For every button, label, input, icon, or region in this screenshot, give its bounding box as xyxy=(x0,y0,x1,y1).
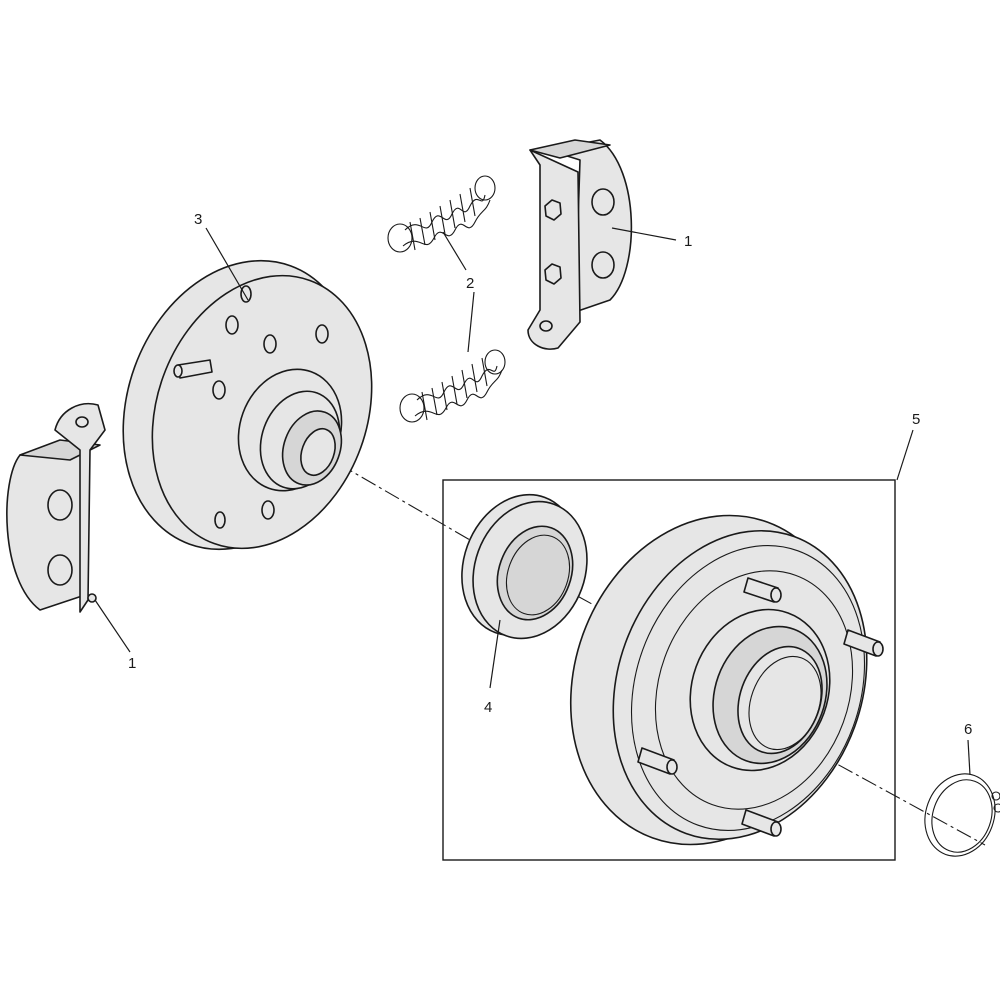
bearing xyxy=(461,493,588,640)
clutch-hub xyxy=(122,259,373,551)
leader-1-lower xyxy=(94,599,131,653)
clutch-shoe-upper xyxy=(527,139,633,350)
callout-1-upper: 1 xyxy=(684,233,692,250)
drum-studs xyxy=(637,577,884,837)
clutch-drum xyxy=(569,514,884,846)
leader-5 xyxy=(896,429,914,481)
callout-5: 5 xyxy=(912,411,920,428)
leader-3 xyxy=(205,227,249,301)
leader-1-upper xyxy=(611,227,677,241)
leader-4 xyxy=(489,619,501,689)
leader-6 xyxy=(967,739,971,776)
drum-assembly-frame xyxy=(442,479,896,861)
leader-2-lower xyxy=(467,291,475,353)
callout-2: 2 xyxy=(466,275,474,292)
spring-upper xyxy=(387,175,496,253)
callout-6: 6 xyxy=(964,721,972,738)
clutch-shoe-lower xyxy=(6,403,106,613)
snap-ring xyxy=(924,773,1000,857)
callout-3: 3 xyxy=(194,211,202,228)
spring-lower xyxy=(399,349,506,423)
leader-2-upper xyxy=(442,231,467,271)
callout-1-lower: 1 xyxy=(128,655,136,672)
callout-4: 4 xyxy=(484,699,492,716)
